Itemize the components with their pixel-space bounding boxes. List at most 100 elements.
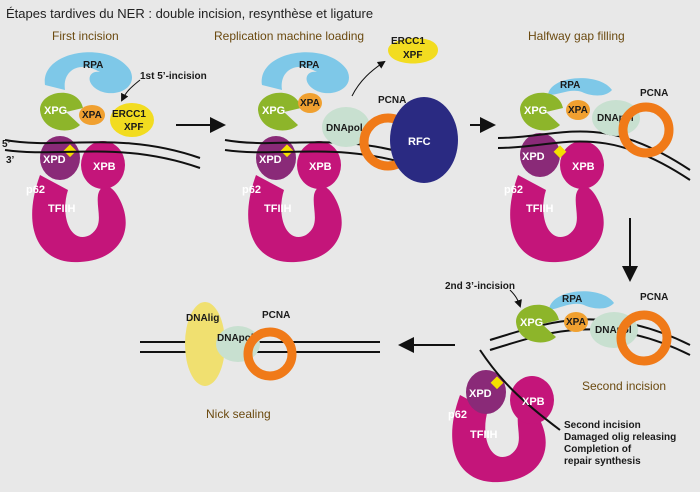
dnalig-label: DNAlig: [186, 313, 219, 324]
dnapol-label: DNApol: [217, 333, 254, 344]
second-3-incision-label: 2nd 3’-incision: [445, 281, 515, 292]
tfiih-label: TFIIH: [526, 203, 554, 215]
tfiih-label: TFIIH: [48, 203, 76, 215]
dnapol-label: DNApol: [597, 113, 634, 124]
xpg-protein: [258, 92, 301, 131]
xpa-protein: [564, 312, 588, 332]
xpg-label: XPG: [44, 105, 67, 117]
p62-label: p62: [448, 409, 467, 421]
rpa-protein: [261, 52, 349, 94]
ercc1-label: ERCC1: [391, 36, 425, 47]
xpd-label: XPD: [522, 151, 545, 163]
pcna-label: PCNA: [640, 88, 668, 99]
rfc-protein: [390, 97, 458, 183]
diagram-title: Étapes tardives du NER : double incision…: [6, 6, 373, 21]
xpg-label: XPG: [524, 105, 547, 117]
xpd-label: XPD: [469, 388, 492, 400]
xpf-protein: [110, 103, 154, 137]
dnapol-label: DNApol: [595, 325, 632, 336]
xpb-protein: [560, 141, 604, 189]
xpa-label: XPA: [566, 317, 586, 328]
dna-strand: [224, 149, 421, 169]
rfc-label: RFC: [408, 136, 431, 148]
xpf-label: XPF: [403, 50, 422, 61]
xpd-label: XPD: [259, 154, 282, 166]
xpg-label: XPG: [262, 105, 285, 117]
p62-label: p62: [504, 184, 523, 196]
step-label-replication-loading: Replication machine loading: [214, 29, 364, 43]
pcna-label: PCNA: [640, 292, 668, 303]
xpb-protein: [510, 376, 554, 424]
lesion-marker: [63, 144, 77, 158]
panel-first-incision: First incision RPA XPG XPA ERCC1 XPF XPD…: [2, 29, 207, 263]
incision-arrow: [121, 79, 141, 102]
pcna-ring: [616, 310, 672, 366]
p62-label: p62: [26, 184, 45, 196]
dna-strand: [4, 149, 201, 169]
tfiih-label: TFIIH: [470, 429, 498, 441]
xpa-protein: [566, 100, 590, 120]
dnapol-protein: [592, 100, 640, 136]
xpg-protein: [516, 304, 559, 343]
pcna-ring: [618, 102, 674, 158]
xpa-label: XPA: [300, 98, 320, 109]
xpb-label: XPB: [309, 161, 332, 173]
xpf-label: XPF: [124, 122, 143, 133]
dna-strand: [497, 140, 691, 181]
lesion-marker: [490, 376, 504, 390]
rpa-label: RPA: [83, 60, 103, 71]
step-label-nick-sealing: Nick sealing: [206, 407, 271, 421]
tfiih-body: [510, 175, 604, 263]
xpg-protein: [520, 92, 563, 131]
tfiih-body: [32, 175, 126, 263]
note-line: Completion of: [564, 444, 632, 455]
dnapol-label: DNApol: [326, 123, 363, 134]
xpa-label: XPA: [568, 105, 588, 116]
xpa-protein: [79, 105, 105, 125]
tfiih-body: [248, 175, 342, 263]
rpa-label: RPA: [562, 294, 582, 305]
xpg-protein: [40, 92, 83, 131]
incision-arrow: [509, 289, 522, 308]
lesion-marker: [280, 144, 294, 158]
pcna-ring: [243, 327, 297, 381]
xpd-label: XPD: [43, 154, 66, 166]
xpg-label: XPG: [520, 317, 543, 329]
strand-3-label: 3’: [6, 155, 15, 166]
xpf-released: [388, 37, 438, 64]
pcna-label: PCNA: [262, 310, 290, 321]
xpb-label: XPB: [93, 161, 116, 173]
rpa-protein: [44, 52, 132, 94]
ercc1-label: ERCC1: [112, 109, 146, 120]
release-arrow: [351, 60, 386, 97]
rpa-protein: [549, 291, 614, 310]
xpb-label: XPB: [522, 396, 545, 408]
step-label-first-incision: First incision: [52, 29, 119, 43]
pcna-label: PCNA: [378, 95, 406, 106]
panel-nick-sealing: DNAlig DNApol PCNA Nick sealing: [140, 302, 380, 421]
note-line: Damaged olig releasing: [564, 432, 676, 443]
tfiih-label: TFIIH: [264, 203, 292, 215]
note-line: Second incision: [564, 420, 641, 431]
xpb-label: XPB: [572, 161, 595, 173]
step-label-halfway-gap: Halfway gap filling: [528, 29, 625, 43]
panel-replication-loading: Replication machine loading RPA XPG XPA …: [214, 29, 458, 263]
note-line: repair synthesis: [564, 456, 641, 467]
xpb-protein: [297, 141, 341, 189]
step-label-second-incision: Second incision: [582, 379, 666, 393]
dna-strand: [4, 139, 201, 159]
rpa-label: RPA: [299, 60, 319, 71]
first-5-incision-label: 1st 5’-incision: [140, 71, 207, 82]
damaged-oligo: [479, 349, 561, 431]
dnapol-protein: [322, 107, 370, 147]
panel-second-incision: 2nd 3’-incision RPA XPG XPA DNApol PCNA …: [445, 281, 691, 483]
xpa-label: XPA: [82, 110, 102, 121]
rpa-label: RPA: [560, 80, 580, 91]
xpa-protein: [298, 93, 322, 113]
panel-halfway-gap: Halfway gap filling RPA XPG XPA DNApol P…: [497, 29, 691, 263]
rpa-protein: [548, 78, 612, 96]
dnalig-protein: [185, 302, 225, 386]
strand-5-label: 5’: [2, 139, 11, 150]
p62-label: p62: [242, 184, 261, 196]
